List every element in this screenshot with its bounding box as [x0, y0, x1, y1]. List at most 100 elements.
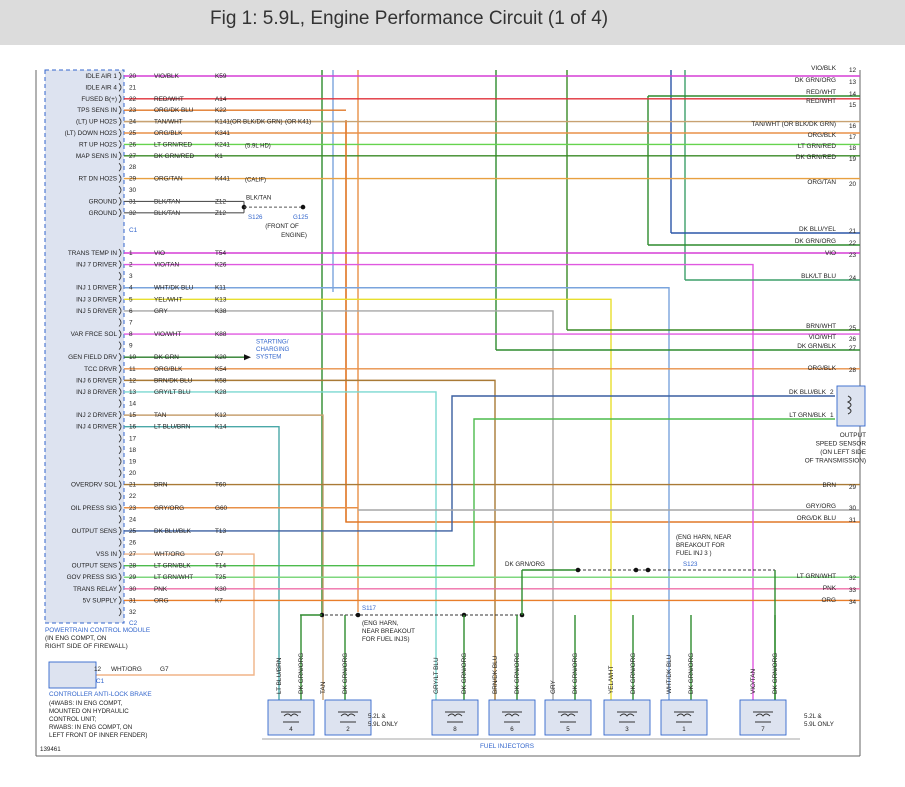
k141-alt-note: (OR BLK/DK GRN) [230, 119, 283, 126]
injector-note-b: 5.2L & [804, 713, 823, 720]
ground-note-1: (FRONT OF [265, 223, 299, 230]
c2-pin-27-wire-color: WHT/ORG [154, 551, 185, 558]
injector-coil-icon [338, 711, 358, 723]
injector-3-wire-1: YEL/WHT [608, 665, 615, 694]
right-pin-number: 14 [849, 91, 857, 98]
splice-s123-label: S123 [683, 561, 698, 568]
right-wire-label: ORG/TAN [807, 179, 836, 186]
right-pin-number: 25 [849, 325, 857, 332]
fuel-injector-3-box [603, 699, 651, 736]
c2-pin-5-pin-number: 5 [129, 296, 133, 303]
c2-pin-1-function-label: TRANS TEMP IN [68, 250, 118, 257]
c2-pin-22-pin-bracket [118, 491, 122, 501]
abs-controller-note: CONTROL UNIT; [49, 716, 96, 723]
c2-pin-23-wire-color: GRY/ORG [154, 505, 184, 512]
injector-coil-icon [753, 711, 773, 723]
c2-pin-29-circuit-code: T25 [215, 574, 226, 581]
right-pin-number: 21 [849, 228, 857, 235]
k41-alt-note: (OR K41) [285, 119, 311, 126]
c2-pin-29-pin-number: 29 [129, 574, 137, 581]
right-pin-number: 28 [849, 367, 857, 374]
c1-pin-22-pin-number: 22 [129, 96, 137, 103]
c1-pin-20-function-label: IDLE AIR 1 [85, 73, 117, 80]
c1-pin-22-function-label: FUSED B(+) [81, 96, 117, 103]
c2-pin-1-pin-number: 1 [129, 250, 133, 257]
c1-pin-23-function-label: TPS SENS IN [77, 107, 117, 114]
c1-pin-26-pin-bracket [118, 140, 122, 149]
c2-pin-16-wire-color: LT BLU/BRN [154, 424, 191, 431]
fuel-injectors-label: FUEL INJECTORS [480, 743, 534, 750]
sensor-wire-1: LT GRN/BLK [789, 412, 826, 419]
c2-pin-7-pin-bracket [118, 318, 122, 327]
c2-pin-5-pin-bracket [118, 295, 122, 304]
right-wire-label: VIO/WHT [809, 334, 836, 341]
c2-pin-16-circuit-code: K14 [215, 424, 227, 431]
abs-pin-number: 12 [94, 666, 102, 673]
c2-pin-4-circuit-code: K11 [215, 285, 226, 292]
fuel-injector-3-number: 3 [625, 726, 629, 733]
c1-pin-22-wire-color: RED/WHT [154, 96, 184, 103]
injector-coil-icon [617, 711, 637, 723]
c2-pin-18-pin-number: 18 [129, 447, 137, 454]
c2-pin-28-wire-color: LT GRN/BLK [154, 563, 191, 570]
c2-pin-19-pin-bracket [118, 457, 122, 466]
fuel-injector-8-number: 8 [453, 726, 457, 733]
abs-controller-note: MOUNTED ON HYDRAULIC [49, 708, 129, 715]
c2-pin-20-pin-bracket [118, 468, 122, 478]
c2-pin-15-pin-number: 15 [129, 412, 137, 419]
c2-pin-12-wire-color: BRN/DK BLU [154, 377, 193, 384]
c2-pin-4-pin-bracket [118, 283, 122, 293]
tps-wire-route [345, 121, 860, 523]
c1-pin-21-pin-number: 21 [129, 84, 137, 91]
fuel-injector-5-box [544, 699, 592, 736]
right-wire-label: TAN/WHT (OR BLK/DK GRN) [751, 121, 836, 128]
right-pin-number: 34 [849, 599, 857, 606]
right-pin-number: 18 [849, 145, 857, 152]
c2-pin-2-function-label: INJ 7 DRIVER [76, 262, 117, 269]
c2-pin-29-pin-bracket [118, 572, 122, 582]
fuel-injector-1-number: 1 [682, 726, 686, 733]
c2-pin-9-pin-bracket [118, 341, 122, 350]
c2-pin-3-pin-bracket [118, 271, 122, 281]
c2-pin-8-function-label: VAR FRCE SOL [71, 331, 118, 338]
c2-pin-11-circuit-code: K54 [215, 366, 227, 373]
c2-pin-16-function-label: INJ 4 DRIVER [76, 424, 117, 431]
c1-pin-22-pin-bracket [118, 94, 122, 104]
c1-pin-24-pin-bracket [118, 117, 122, 126]
c2-pin-31-pin-number: 31 [129, 597, 137, 604]
c2-pin-24-pin-bracket [118, 515, 122, 524]
injector-8-wire-1: GRY/LT BLU [433, 657, 440, 694]
c2-pin-6-circuit-code: K38 [215, 308, 227, 315]
c2-pin-11-pin-number: 11 [129, 366, 136, 373]
ground-note-2: ENGINE) [281, 232, 307, 239]
injector-coil-icon [502, 711, 522, 723]
right-wire-label: BLK/LT BLU [801, 273, 836, 280]
c2-pin-15-circuit-code: K12 [215, 412, 227, 419]
right-pin-number: 31 [849, 517, 857, 524]
injector-2-wire-1: TAN [320, 681, 327, 694]
c2-wire-28 [124, 418, 835, 567]
c2-pin-13-wire-color: GRY/LT BLU [154, 389, 191, 396]
c1-pin-29-circuit-code: K441 [215, 176, 230, 183]
c1-connector-label: C1 [129, 227, 138, 234]
c1-pin-23-pin-bracket [118, 105, 122, 115]
right-wire-label: LT GRN/RED [798, 143, 836, 150]
c1-pin-30-pin-number: 30 [129, 187, 137, 194]
c1-pin-27-wire-color: DK GRN/RED [154, 153, 195, 160]
c2-pin-28-function-label: OUTPUT SENS [72, 563, 117, 570]
fuel-injector-6-box [488, 699, 536, 736]
c2-pin-28-circuit-code: T14 [215, 563, 226, 570]
ground-wire-label: BLK/TAN [246, 194, 271, 201]
c2-pin-13-circuit-code: K28 [215, 389, 227, 396]
injector-3-wire-2: DK GRN/ORG [630, 653, 637, 694]
c1-pin-25-circuit-code: K341 [215, 130, 230, 137]
c2-pin-30-wire-color: PNK [154, 586, 168, 593]
c2-pin-23-pin-number: 23 [129, 505, 137, 512]
c1-pin-24-pin-number: 24 [129, 119, 137, 126]
c1-pin-20-pin-bracket [118, 71, 122, 81]
c1-pin-24-circuit-code: K141 [215, 119, 230, 126]
c1-pin-27-pin-number: 27 [129, 153, 137, 160]
injector-6-wire-2: DK GRN/ORG [514, 653, 521, 694]
c2-wire-5 [124, 298, 612, 700]
